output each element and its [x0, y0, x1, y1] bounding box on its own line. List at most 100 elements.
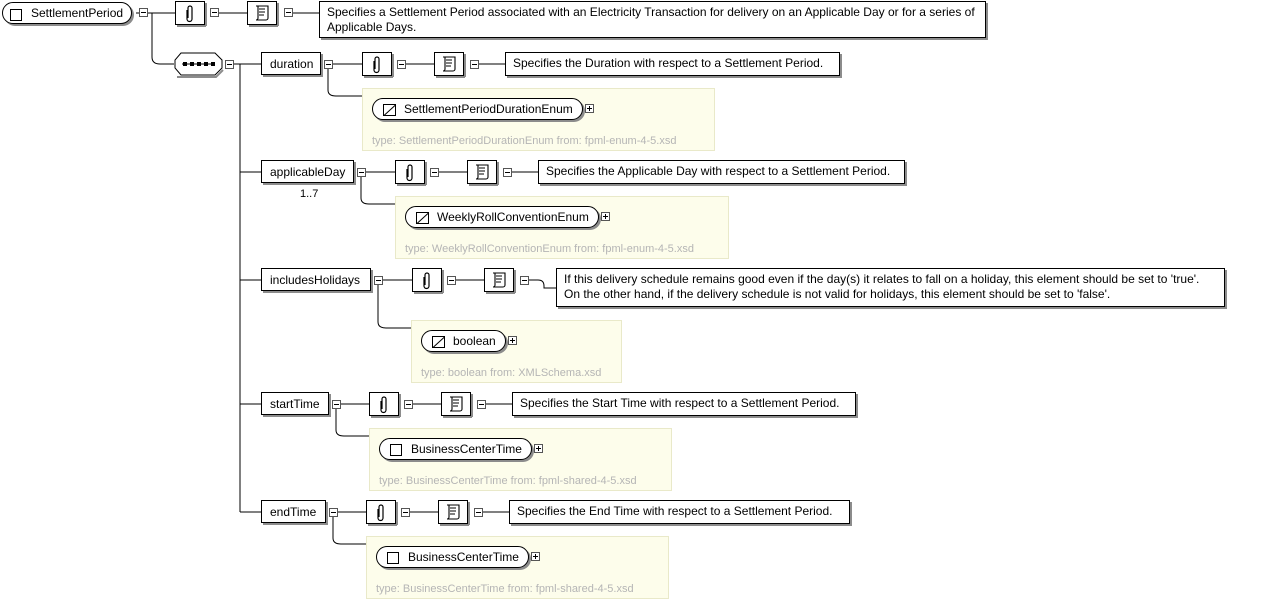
element-collapse-toggle[interactable]	[329, 508, 338, 517]
type-badge[interactable]: WeeklyRollConventionEnum	[405, 206, 599, 228]
root-annotation-toggle[interactable]	[210, 8, 219, 17]
type-connector	[335, 409, 369, 437]
root-collapse-toggle[interactable]	[139, 8, 148, 17]
sequence-compositor-icon	[174, 52, 224, 78]
documentation-text-startTime: Specifies the Start Time with respect to…	[512, 392, 856, 416]
paperclip-icon	[377, 504, 384, 522]
annotation-endTime[interactable]	[366, 500, 398, 526]
type-expand-toggle[interactable]	[508, 336, 517, 345]
annotation-toggle[interactable]	[397, 60, 406, 69]
simple-type-icon	[416, 211, 430, 231]
type-expand-toggle[interactable]	[601, 212, 610, 221]
annotation-includesHolidays[interactable]	[412, 268, 444, 294]
element-collapse-toggle[interactable]	[324, 60, 333, 69]
scroll-icon	[446, 504, 460, 520]
scroll-icon	[442, 56, 456, 72]
simple-type-icon	[416, 212, 429, 224]
sequence-collapse-toggle[interactable]	[225, 60, 234, 69]
annotation-startTime[interactable]	[369, 392, 401, 418]
type-container-startTime: BusinessCenterTime type: BusinessCenterTi…	[369, 428, 672, 491]
element-duration[interactable]: duration	[261, 52, 321, 75]
scroll-icon	[255, 5, 269, 21]
root-element[interactable]: SettlementPeriod	[2, 2, 133, 24]
element-collapse-toggle[interactable]	[357, 168, 366, 177]
element-includesHolidays[interactable]: includesHolidays	[261, 268, 371, 291]
type-expand-toggle[interactable]	[531, 552, 540, 561]
type-expand-toggle[interactable]	[585, 104, 594, 113]
root-to-sequence	[151, 13, 174, 65]
element-label: duration	[270, 57, 314, 71]
element-endTime[interactable]: endTime	[261, 500, 326, 523]
paperclip-icon	[373, 56, 380, 74]
element-collapse-toggle[interactable]	[332, 400, 341, 409]
documentation-toggle[interactable]	[520, 276, 529, 285]
sequence-compositor[interactable]	[174, 52, 224, 78]
annotation-applicableDay[interactable]	[395, 160, 427, 186]
type-badge[interactable]: BusinessCenterTime	[376, 546, 529, 568]
type-label: type: boolean from: XMLSchema.xsd	[421, 367, 602, 379]
type-expand-toggle[interactable]	[534, 444, 543, 453]
paperclip-icon	[423, 272, 430, 290]
type-badge[interactable]: BusinessCenterTime	[379, 438, 532, 460]
root-documentation-text: Specifies a Settlement Period associated…	[319, 1, 986, 38]
type-label: type: SettlementPeriodDurationEnum from:…	[372, 135, 677, 147]
documentation-toggle[interactable]	[477, 400, 486, 409]
type-label: type: BusinessCenterTime from: fpml-shar…	[376, 583, 634, 595]
annotation-toggle[interactable]	[447, 276, 456, 285]
element-applicableDay[interactable]: applicableDay	[261, 160, 354, 183]
documentation-text: If this delivery schedule remains good e…	[564, 272, 1200, 301]
annotation-toggle[interactable]	[401, 508, 410, 517]
annotation-toggle[interactable]	[404, 400, 413, 409]
annotation-toggle[interactable]	[430, 168, 439, 177]
type-label: type: BusinessCenterTime from: fpml-shar…	[379, 475, 637, 487]
root-documentation-toggle[interactable]	[284, 8, 293, 17]
scroll-icon	[449, 396, 463, 412]
root-annotation[interactable]	[175, 1, 207, 27]
documentation-duration[interactable]	[434, 52, 466, 78]
documentation-text: Specifies the Applicable Day with respec…	[546, 164, 891, 178]
scroll-icon	[492, 272, 506, 288]
documentation-startTime[interactable]	[441, 392, 473, 418]
type-connector	[360, 177, 395, 205]
type-connector	[377, 285, 411, 329]
type-name: WeeklyRollConventionEnum	[437, 210, 589, 224]
complex-type-icon	[390, 443, 403, 463]
documentation-applicableDay[interactable]	[467, 160, 499, 186]
element-label: applicableDay	[270, 165, 346, 179]
type-badge[interactable]: boolean	[421, 330, 506, 352]
type-name: BusinessCenterTime	[411, 442, 522, 456]
documentation-text-applicableDay: Specifies the Applicable Day with respec…	[538, 160, 905, 184]
annotation-duration[interactable]	[362, 52, 394, 78]
complex-type-icon	[387, 552, 399, 564]
element-startTime[interactable]: startTime	[261, 392, 329, 415]
documentation-text-includesHolidays: If this delivery schedule remains good e…	[556, 268, 1225, 307]
element-collapse-toggle[interactable]	[374, 276, 383, 285]
complex-type-icon	[390, 444, 402, 456]
element-label: includesHolidays	[270, 273, 361, 287]
documentation-includesHolidays[interactable]	[484, 268, 516, 294]
documentation-text-duration: Specifies the Duration with respect to a…	[505, 52, 840, 76]
element-label: endTime	[270, 505, 317, 519]
type-container-duration: SettlementPeriodDurationEnum type: Settle…	[362, 88, 715, 151]
type-name: SettlementPeriodDurationEnum	[404, 102, 573, 116]
documentation-toggle[interactable]	[474, 508, 483, 517]
paperclip-icon	[406, 164, 413, 182]
paperclip-icon	[380, 396, 387, 414]
scroll-icon	[475, 164, 489, 180]
cardinality-label: 1..7	[300, 188, 319, 200]
root-documentation[interactable]	[247, 1, 279, 27]
type-badge[interactable]: SettlementPeriodDurationEnum	[372, 98, 583, 120]
documentation-text: Specifies the Start Time with respect to…	[520, 396, 840, 410]
type-connector	[327, 69, 362, 97]
documentation-toggle[interactable]	[503, 168, 512, 177]
type-container-endTime: BusinessCenterTime type: BusinessCenterTi…	[366, 536, 669, 599]
documentation-toggle[interactable]	[470, 60, 479, 69]
documentation-endTime[interactable]	[438, 500, 470, 526]
paperclip-icon	[186, 5, 193, 23]
documentation-text: Specifies the Duration with respect to a…	[513, 56, 824, 70]
root-element-label: SettlementPeriod	[31, 6, 124, 20]
documentation-connector	[529, 279, 556, 289]
